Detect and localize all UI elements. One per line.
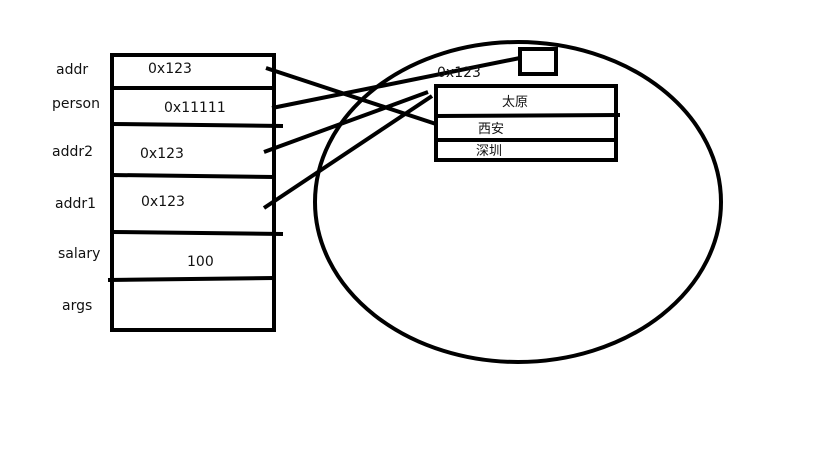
heap-area bbox=[313, 40, 723, 364]
heap-cell-0: 太原 bbox=[502, 95, 528, 110]
heap-array-divider bbox=[435, 113, 621, 118]
label-addr2: addr2 bbox=[52, 144, 93, 160]
label-args: args bbox=[62, 298, 92, 314]
value-addr1: 0x123 bbox=[141, 194, 185, 210]
stack-divider bbox=[111, 173, 275, 179]
label-addr1: addr1 bbox=[55, 196, 96, 212]
heap-header-box bbox=[518, 47, 558, 76]
stack-divider bbox=[111, 230, 284, 236]
stack-divider bbox=[107, 276, 275, 282]
ref-line-addr2 bbox=[263, 90, 429, 154]
label-addr: addr bbox=[56, 62, 88, 78]
label-salary: salary bbox=[58, 246, 100, 262]
value-addr2: 0x123 bbox=[140, 146, 184, 162]
heap-address-label: 0x123 bbox=[437, 65, 481, 81]
heap-cell-1: 西安 bbox=[478, 122, 504, 137]
stack-divider bbox=[111, 122, 284, 128]
value-person: 0x11111 bbox=[164, 100, 226, 116]
value-salary: 100 bbox=[187, 254, 214, 270]
stack-frame bbox=[110, 53, 276, 332]
label-person: person bbox=[52, 96, 100, 112]
ref-line-person bbox=[271, 56, 521, 110]
heap-cell-2: 深圳 bbox=[476, 144, 502, 159]
ref-line-addr1 bbox=[262, 94, 434, 210]
value-addr: 0x123 bbox=[148, 61, 192, 77]
ref-line-addr bbox=[265, 66, 437, 126]
